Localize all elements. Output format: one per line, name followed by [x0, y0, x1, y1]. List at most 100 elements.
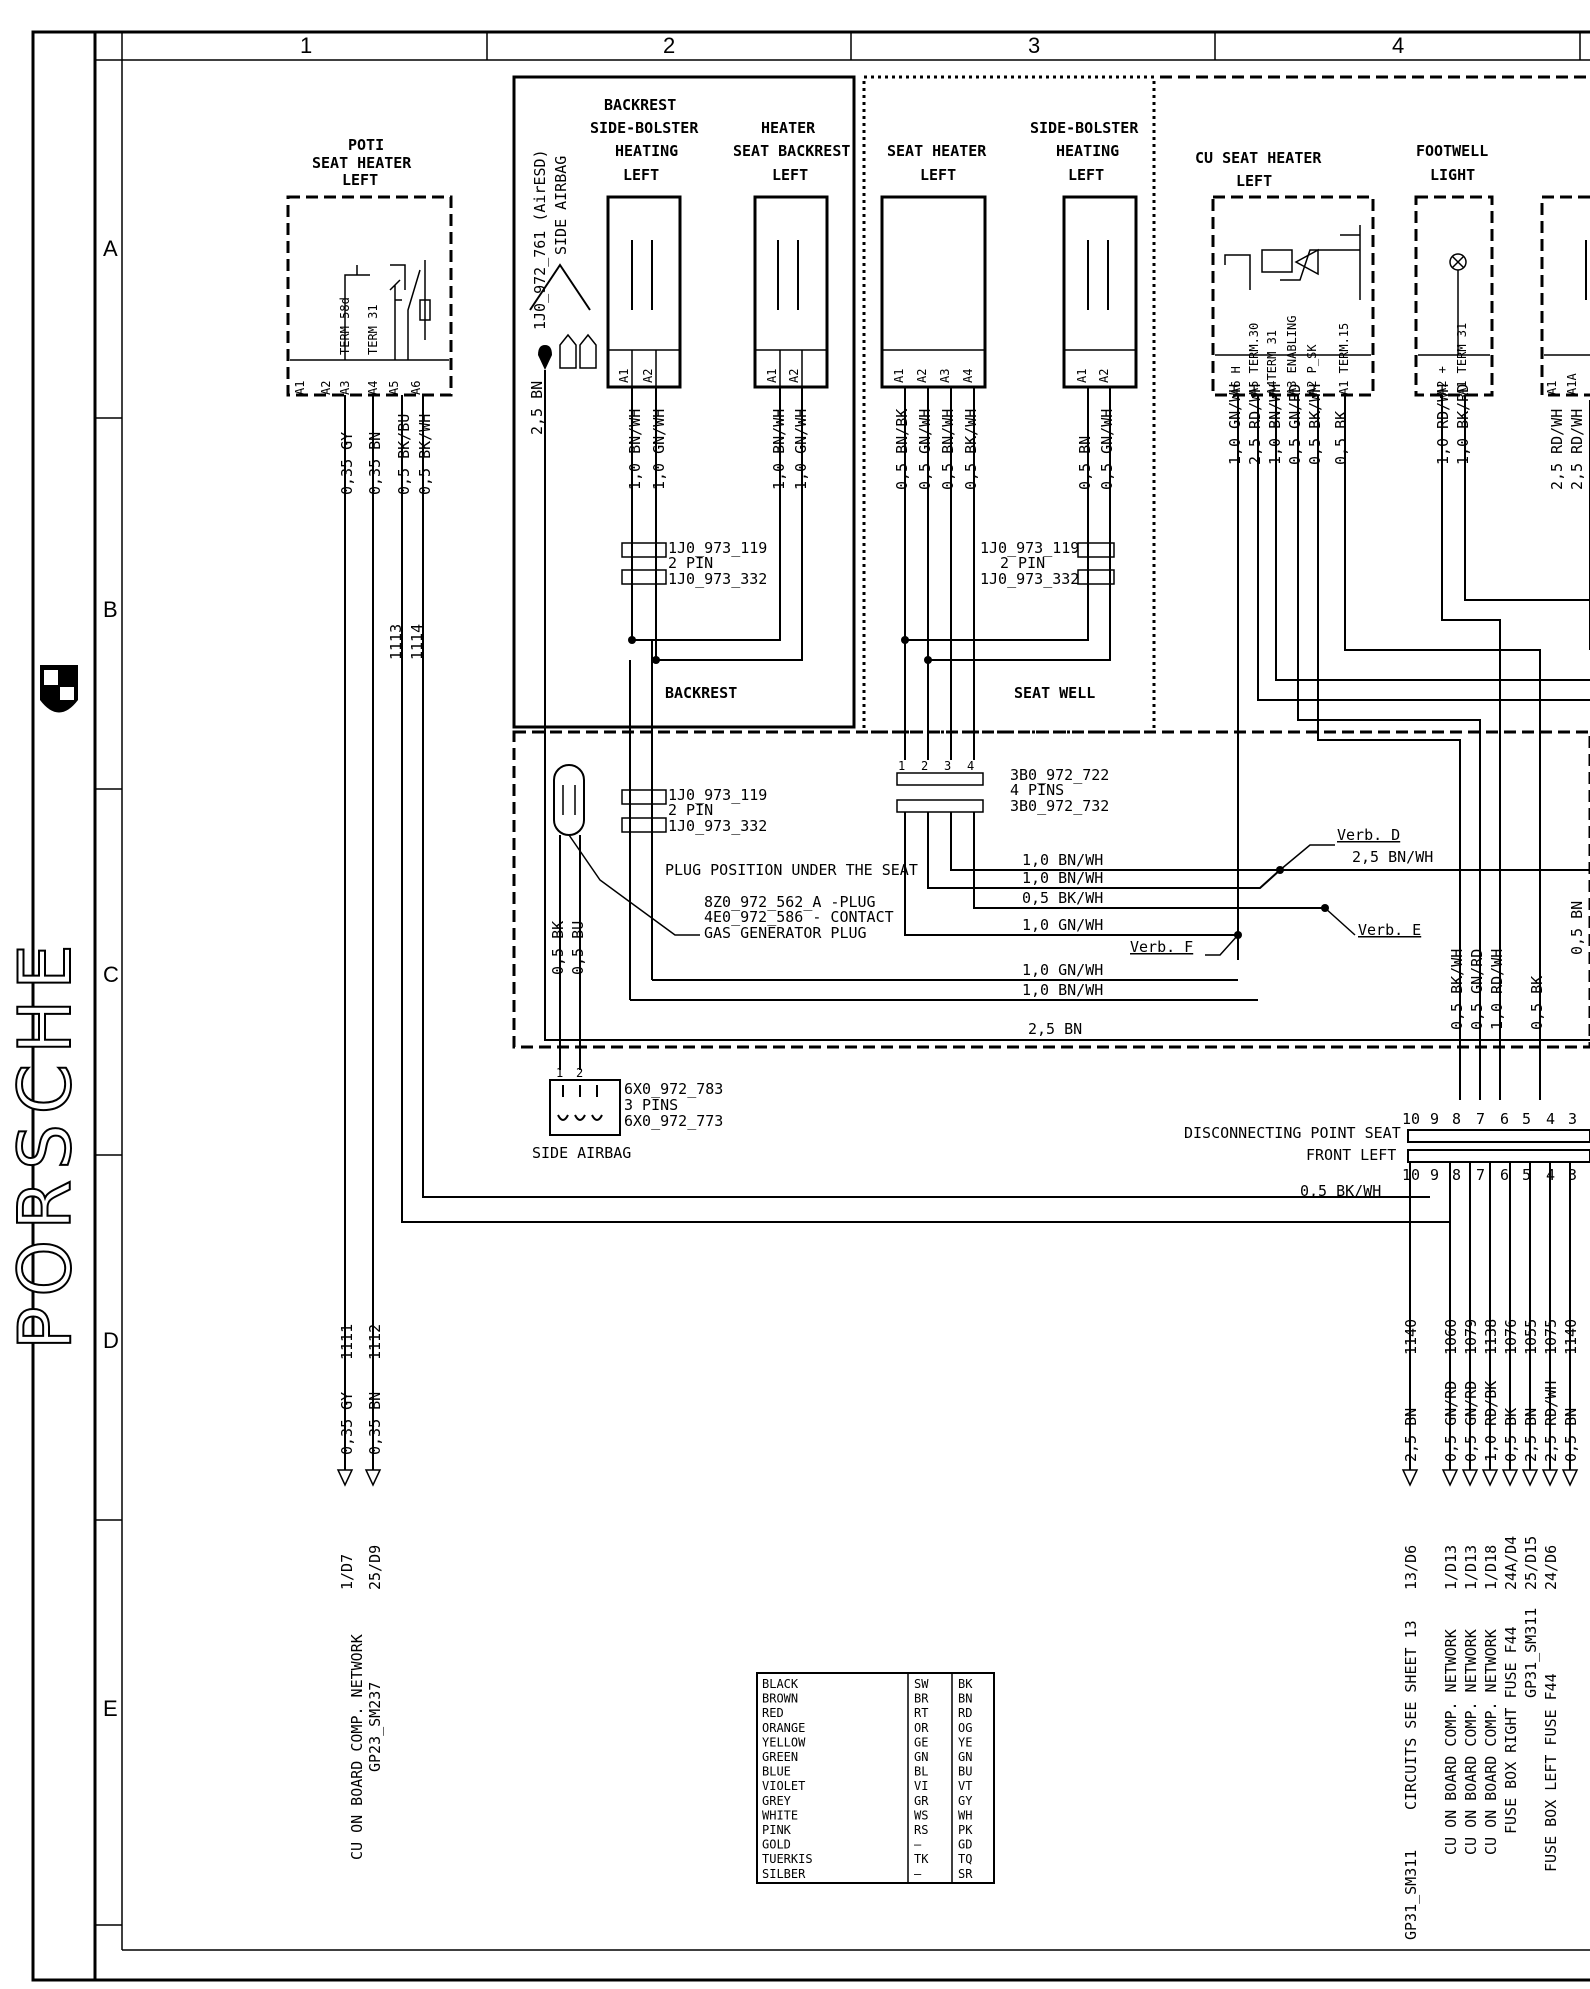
bottom-left-wire-gy: 0,35 GY: [338, 1392, 356, 1455]
disc-top-pin-4: 4: [1546, 1110, 1555, 1128]
airbag-conn-part-1: 6X0_972_783: [624, 1080, 723, 1098]
poti-pin-a2: A2: [319, 381, 333, 395]
verb-e-label: Verb. E: [1358, 921, 1421, 939]
row-label-e: E: [103, 1696, 118, 1721]
legend-cell-7-2: VT: [958, 1779, 972, 1793]
conn4-part-2: 4 PINS: [1010, 781, 1064, 799]
wire-number-1113: 1113: [387, 624, 405, 660]
disc-bot-pin-10: 10: [1402, 1166, 1420, 1184]
disc-bot-pin-5: 5: [1522, 1166, 1531, 1184]
conn-mid-part-3: 1J0_973_332: [980, 570, 1079, 588]
disconnect-wire-bk-wh: 0,5 BK/WH: [1300, 1182, 1381, 1200]
legend-cell-1-2: BN: [958, 1692, 972, 1706]
conn4-part-3: 3B0_972_732: [1010, 797, 1109, 815]
legend-cell-11-0: GOLD: [762, 1838, 791, 1852]
footwell-pin-a1: A1 TERM 31: [1455, 323, 1469, 395]
airbag-contacts: [538, 333, 597, 370]
side-bolster-wires: [905, 387, 1111, 661]
poti-pin-a6: A6: [409, 381, 423, 395]
br-ref-3: 1/D13: [1462, 1545, 1480, 1590]
br-dest-1: CIRCUITS SEE SHEET 13: [1402, 1620, 1420, 1810]
heater-backrest-title-3: LEFT: [772, 166, 808, 184]
legend-cell-12-2: TQ: [958, 1852, 972, 1866]
bottom-right-terminals: [1401, 1469, 1579, 1487]
br-wire-3: 0,5 GN/RD: [1462, 1381, 1480, 1462]
airbag-conn-pin-2: 2: [576, 1066, 583, 1080]
br-num-1060: 1060: [1442, 1319, 1460, 1355]
br-wire-1: 2,5 BN: [1402, 1408, 1420, 1462]
cu-pin-a6: A6 H: [1229, 366, 1243, 395]
side-bolster-wire-gn-wh: 0,5 GN/WH: [1098, 409, 1116, 490]
seat-heater-symbol: [880, 195, 987, 389]
br-wire-6: 2,5 BN: [1522, 1408, 1540, 1462]
legend-cell-10-1: RS: [914, 1823, 928, 1837]
heater-backrest-wire-gn-wh: 1,0 GN/WH: [792, 409, 810, 490]
legend-cell-0-2: BK: [958, 1677, 973, 1691]
footwell-title-1: FOOTWELL: [1416, 142, 1488, 160]
cu-wire-bn-wh: 1,0 BN/WH: [1266, 384, 1284, 465]
connector-4pin: [896, 772, 984, 813]
backrest-bolster-title-3: HEATING: [615, 142, 678, 160]
verb-d-label: Verb. D: [1337, 826, 1400, 844]
poti-title-1: POTI: [348, 136, 384, 154]
legend-cell-3-0: ORANGE: [762, 1721, 805, 1735]
br-ref-1: 13/D6: [1402, 1545, 1420, 1590]
legend-cell-4-1: GE: [914, 1735, 928, 1749]
row-label-c: C: [103, 962, 119, 987]
right-wire-bk-wh: 0,5 BK/WH: [1448, 949, 1466, 1030]
disconnect-label-2: FRONT LEFT: [1306, 1146, 1396, 1164]
conn4-pin-3: 3: [944, 759, 951, 773]
bottom-left-ref-1: 1/D7: [338, 1554, 356, 1590]
gas-plug-line-1: 8Z0_972_562_A -PLUG: [704, 893, 876, 911]
under-seat-wire-6: 1,0 BN/WH: [1022, 981, 1103, 999]
seat-heater-wire-bn-bk: 0,5 BN/BK: [893, 409, 911, 490]
verb-f-leader: [1205, 934, 1239, 956]
connector-2pin-seatwell: [1077, 542, 1115, 585]
legend-cell-0-1: SW: [914, 1677, 929, 1691]
br-dest-2: CU ON BOARD COMP. NETWORK: [1442, 1629, 1460, 1855]
cu-wire-bk-wh: 0,5 BK/WH: [1306, 384, 1324, 465]
airbag-wire-2-5-bn: 2,5 BN: [528, 381, 546, 435]
porsche-wordmark: PORSCHE: [3, 934, 87, 1350]
right-wire-bn: 0,5 BN: [1568, 901, 1586, 955]
seat-heater-title-1: SEAT HEATER: [887, 142, 987, 160]
legend-cell-7-1: VI: [914, 1779, 928, 1793]
disconnecting-point-connector: [1407, 1129, 1590, 1163]
next-pin-a1: A1: [1545, 381, 1559, 395]
seat-heater-pin-a4: A4: [961, 369, 975, 383]
backrest-wire-bn-wh: 1,0 BN/WH: [626, 409, 644, 490]
br-wire-4: 1,0 RD/BK: [1482, 1381, 1500, 1462]
cu-seat-heater-title-2: LEFT: [1236, 172, 1272, 190]
br-dest-5: FUSE BOX RIGHT FUSE F44: [1502, 1626, 1520, 1834]
br-ref-7: 24/D6: [1542, 1545, 1560, 1590]
legend-cell-2-2: RD: [958, 1706, 972, 1720]
legend-cell-11-2: GD: [958, 1838, 972, 1852]
footwell-title-2: LIGHT: [1430, 166, 1475, 184]
backrest-bolster-title-1: BACKREST: [604, 96, 676, 114]
disc-top-pin-10: 10: [1402, 1110, 1420, 1128]
poti-seat-heater-component: [286, 195, 453, 397]
verb-e-leader: [1324, 907, 1356, 936]
row-label-b: B: [103, 597, 118, 622]
legend-cell-1-1: BR: [914, 1692, 929, 1706]
connector-2pin-under-seat: [621, 789, 667, 833]
wire-number-1114: 1114: [408, 624, 426, 660]
br-num-1076: 1076: [1502, 1319, 1520, 1355]
poti-wires: [344, 395, 1450, 1470]
bottom-left-dest-2: GP23_SM237: [366, 1682, 384, 1772]
legend-cell-12-1: TK: [914, 1852, 929, 1866]
br-ref-4: 1/D18: [1482, 1545, 1500, 1590]
backrest-box: [512, 75, 856, 729]
legend-cell-13-2: SR: [958, 1867, 973, 1881]
cu-wire-gn-wh: 1,0 GN/WH: [1226, 384, 1244, 465]
side-bolster-title-3: LEFT: [1068, 166, 1104, 184]
poti-pin-labels: A1 A2 A3 TERM 58d A4 TERM 31 A5 A6: [293, 297, 423, 395]
bottom-left-terminals: [336, 1469, 382, 1487]
legend-cell-9-2: WH: [958, 1808, 972, 1822]
seat-heater-pin-a2: A2: [915, 369, 929, 383]
bottom-left-ref-2: 25/D9: [366, 1545, 384, 1590]
poti-pin-a5: A5: [387, 381, 401, 395]
legend-cell-5-0: GREEN: [762, 1750, 798, 1764]
